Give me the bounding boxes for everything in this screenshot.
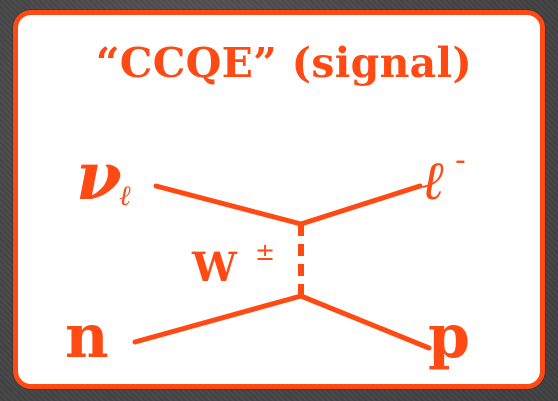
outgoing-proton-line <box>298 293 432 351</box>
neutrino-subscript: ℓ <box>119 179 131 212</box>
neutrino-symbol: ν <box>76 137 122 215</box>
diagram-title: “CCQE” (signal) <box>95 39 473 87</box>
lepton-symbol: ℓ <box>421 149 444 212</box>
outgoing-lepton-line <box>298 183 423 227</box>
incoming-neutron-line <box>132 293 304 345</box>
w-boson-symbol: W <box>191 244 238 291</box>
incoming-neutrino-line <box>153 183 304 227</box>
lepton-superscript: - <box>455 143 466 178</box>
neutron-symbol: n <box>65 302 109 372</box>
feynman-diagram-card: “CCQE” (signal) ν ℓ ℓ - W ± n p <box>13 10 545 389</box>
feynman-diagram: ν ℓ ℓ - W ± n p <box>65 137 470 372</box>
w-boson-superscript: ± <box>255 238 275 266</box>
proton-symbol: p <box>428 302 470 372</box>
